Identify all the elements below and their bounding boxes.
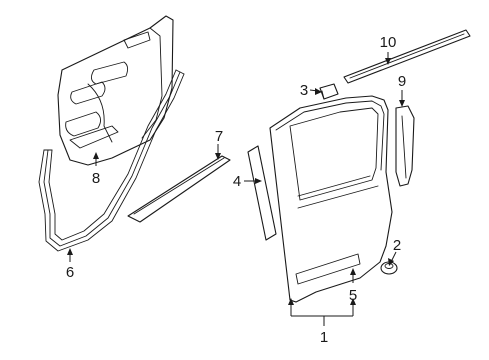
channel-garnish [395, 105, 415, 187]
door-shell [269, 95, 393, 303]
door-trim-panel [57, 15, 174, 166]
callout-6: 6 [66, 264, 74, 281]
sash-tape [247, 145, 277, 241]
callout-3: 3 [300, 82, 308, 99]
clip [319, 83, 339, 100]
door-weatherstrip [38, 69, 185, 252]
callout-2: 2 [393, 237, 401, 254]
callout-5: 5 [349, 287, 357, 304]
callout-10: 10 [380, 34, 397, 51]
callout-labels: 1 2 3 4 5 6 7 8 9 10 [66, 34, 406, 346]
leader-lines [67, 52, 405, 326]
callout-8: 8 [92, 170, 100, 187]
callout-7: 7 [215, 128, 223, 145]
callout-9: 9 [398, 73, 406, 90]
callout-4: 4 [233, 173, 241, 190]
belt-weatherstrip-inner [343, 29, 471, 84]
belt-moulding-outer [127, 155, 231, 223]
callout-1: 1 [320, 329, 328, 346]
